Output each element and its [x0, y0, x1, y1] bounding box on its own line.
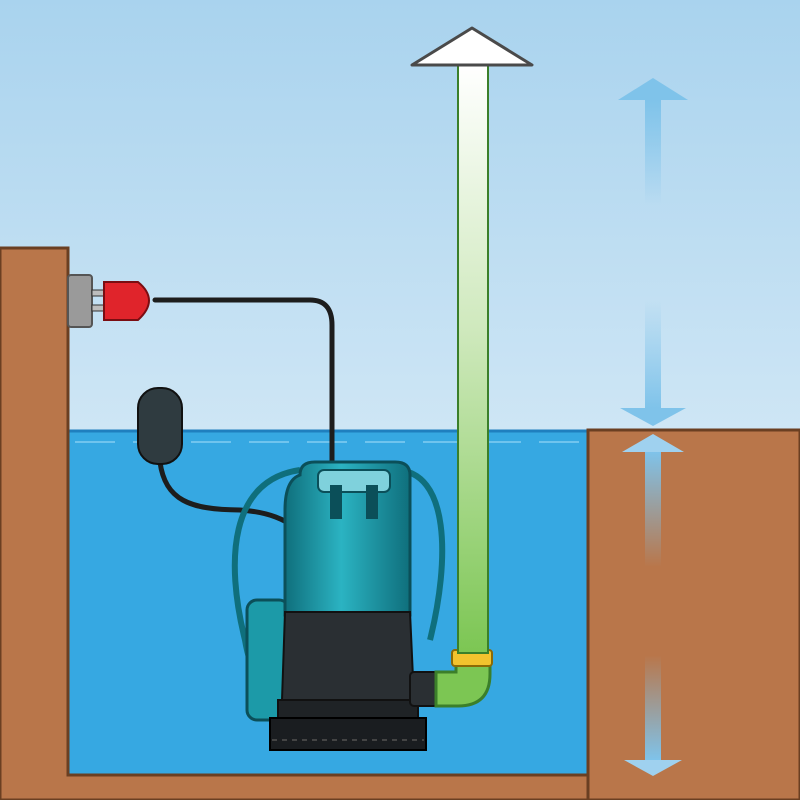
pump-hose-loop-right	[394, 467, 446, 641]
pump-icon	[269, 460, 427, 751]
socket-icon	[67, 274, 93, 328]
pump-outlet	[409, 671, 439, 707]
ground-right	[586, 428, 800, 800]
power-cable	[152, 297, 335, 473]
discharge-pipe	[457, 64, 489, 654]
lift-height-indicator	[618, 78, 688, 426]
arrow-up-icon	[410, 26, 534, 67]
plug-icon	[91, 281, 150, 321]
float-switch-icon	[137, 387, 183, 465]
double-arrow-icon	[622, 434, 684, 776]
